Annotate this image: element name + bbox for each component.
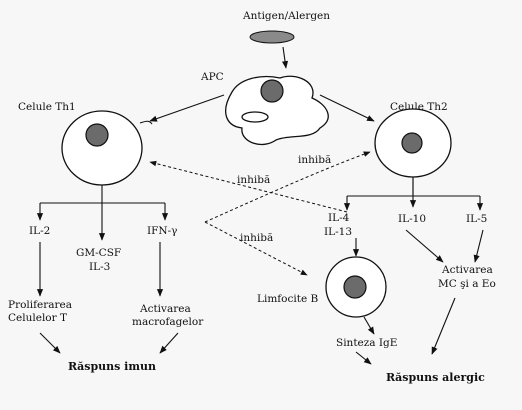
inhibits-arrow-th1-to-th2 — [204, 151, 371, 223]
arrow-activation-to-immune — [159, 332, 179, 354]
arrow-proliferation-to-immune — [39, 332, 61, 354]
th1-cell — [61, 110, 143, 186]
th1-label: Celule Th1 — [18, 101, 76, 113]
inhibits-arrow-th1-to-b — [204, 221, 308, 276]
il3-label: IL-3 — [89, 261, 110, 273]
ige-synthesis-label: Sinteza IgE — [336, 337, 397, 349]
mc-eo-line2: MC şi a Eo — [438, 278, 496, 290]
activation-line2: macrofagelor — [132, 316, 204, 328]
proliferation-line1: Proliferarea — [8, 299, 72, 311]
inhibits-label-3: inhibă — [240, 232, 273, 244]
mc-eo-line1: Activarea — [441, 264, 493, 276]
antigen-particle — [249, 30, 295, 44]
ifn-label: IFN-γ — [147, 225, 177, 237]
th1-receptor — [139, 120, 153, 125]
th2-nucleus — [401, 132, 423, 154]
il5-label: IL-5 — [466, 213, 487, 225]
antigen-label: Antigen/Alergen — [242, 10, 330, 22]
arrow-b-to-ige — [363, 316, 375, 335]
lymphocyte-b-label: Limfocite B — [257, 293, 319, 305]
arrow-apc-to-th1 — [149, 94, 225, 122]
il13-label: IL-13 — [324, 226, 352, 238]
apc-label: APC — [200, 71, 224, 83]
arrow-il5-to-activation — [473, 229, 484, 263]
inhibits-arrow-th2-to-th1 — [149, 160, 348, 213]
apc-vesicle — [241, 111, 269, 123]
gmcsf-label: GM-CSF — [76, 247, 121, 259]
apc-nucleus — [260, 79, 284, 103]
il10-label: IL-10 — [398, 213, 426, 225]
th1-nucleus — [85, 123, 109, 147]
il2-label: IL-2 — [29, 225, 50, 237]
arrow-apc-to-th2 — [319, 94, 375, 122]
arrow-ige-to-allergic — [355, 351, 372, 365]
apc-cell — [225, 75, 329, 145]
inhibits-label-2: inhibă — [298, 154, 331, 166]
arrow-antigen-to-apc — [281, 46, 289, 69]
activation-line1: Activarea — [139, 303, 191, 315]
proliferation-line2: Celulelor T — [8, 312, 67, 324]
arrow-activation-to-allergic — [431, 297, 456, 355]
arrow-il10-to-activation — [405, 229, 444, 263]
inhibits-label-1: inhibă — [237, 174, 270, 186]
il4-label: IL-4 — [328, 212, 350, 224]
allergic-response-label: Răspuns alergic — [386, 371, 485, 384]
immune-response-label: Răspuns imun — [68, 360, 156, 373]
b-cell-nucleus — [343, 275, 367, 299]
